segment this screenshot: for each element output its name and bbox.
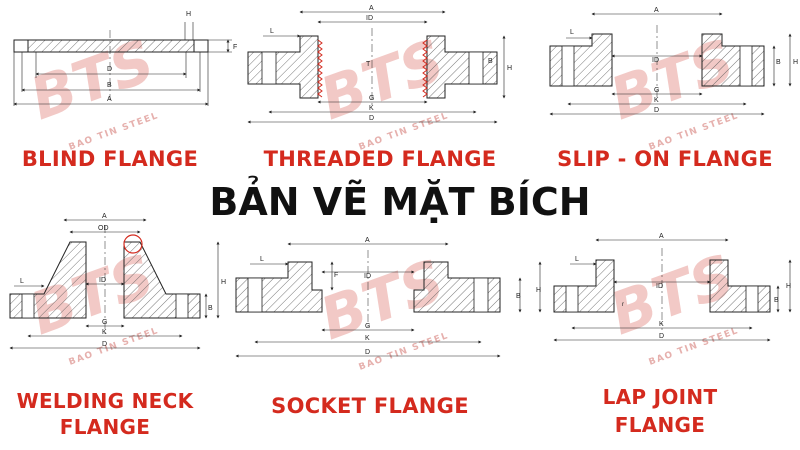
label-f: F xyxy=(233,44,237,51)
threaded-flange-drawing: A ID L H B T G K D xyxy=(247,5,512,124)
label-d: D xyxy=(107,66,112,73)
caption-lap-joint-flange: LAP JOINT FLANGE xyxy=(560,383,760,439)
caption-slip-on-flange: SLIP - ON FLANGE xyxy=(557,147,773,171)
label-id: ID xyxy=(656,283,663,290)
label-k: K xyxy=(369,105,374,112)
label-k: K xyxy=(365,335,370,342)
label-l: L xyxy=(20,278,24,285)
label-b: B xyxy=(488,58,493,65)
socket-flange-drawing: A L F ID H B G K D xyxy=(235,237,542,358)
caption-line: WELDING NECK xyxy=(16,389,194,413)
caption-line: LAP JOINT xyxy=(602,385,718,409)
label-a: A xyxy=(369,5,374,12)
page-title: BẢN VẼ MẶT BÍCH xyxy=(209,180,591,224)
label-l: L xyxy=(260,256,264,263)
label-a: A xyxy=(654,7,659,14)
label-d: D xyxy=(102,341,107,348)
label-id: ID xyxy=(364,273,371,280)
label-b: B xyxy=(776,59,781,66)
caption-blind-flange: BLIND FLANGE xyxy=(21,147,199,171)
label-d: D xyxy=(365,349,370,356)
label-d: D xyxy=(659,333,664,340)
label-r: r xyxy=(622,302,624,308)
caption-line: FLANGE xyxy=(59,415,151,439)
label-a: A xyxy=(102,213,107,220)
label-g: G xyxy=(365,323,370,330)
label-id: ID xyxy=(99,277,106,284)
label-l: L xyxy=(570,29,574,36)
label-k: K xyxy=(102,329,107,336)
caption-welding-neck-flange: WELDING NECK FLANGE xyxy=(0,388,210,440)
label-b: B xyxy=(208,305,213,312)
welding-neck-flange-drawing: A OD L ID H B G K D xyxy=(9,213,226,350)
caption-socket-flange: SOCKET FLANGE xyxy=(271,394,469,418)
blind-flange-drawing: H F D B A xyxy=(13,11,237,106)
label-g: G xyxy=(369,95,374,102)
label-id: ID xyxy=(652,57,659,64)
label-h: H xyxy=(536,287,541,294)
label-h: H xyxy=(793,59,798,66)
label-g: G xyxy=(654,87,659,94)
lap-joint-flange-drawing: A L ID r H B K D xyxy=(553,233,792,342)
slip-on-flange-drawing: A L ID H B G K D xyxy=(549,7,798,116)
label-h: H xyxy=(186,11,191,18)
caption-line: FLANGE xyxy=(614,413,706,437)
label-k: K xyxy=(654,97,659,104)
label-a: A xyxy=(107,96,112,103)
label-d: D xyxy=(369,115,374,122)
label-a: A xyxy=(365,237,370,244)
label-id: ID xyxy=(366,15,373,22)
label-k: K xyxy=(659,321,664,328)
label-a: A xyxy=(659,233,664,240)
label-b: B xyxy=(107,82,112,89)
label-od: OD xyxy=(98,225,109,232)
label-h: H xyxy=(786,283,791,290)
label-h: H xyxy=(507,65,512,72)
label-g: G xyxy=(102,319,107,326)
label-h: H xyxy=(221,279,226,286)
label-b: B xyxy=(516,293,521,300)
label-t: T xyxy=(366,61,371,68)
caption-threaded-flange: THREADED FLANGE xyxy=(263,147,497,171)
label-f: F xyxy=(334,272,338,279)
label-d: D xyxy=(654,107,659,114)
label-l: L xyxy=(270,28,274,35)
label-b: B xyxy=(774,297,779,304)
label-l: L xyxy=(575,256,579,263)
